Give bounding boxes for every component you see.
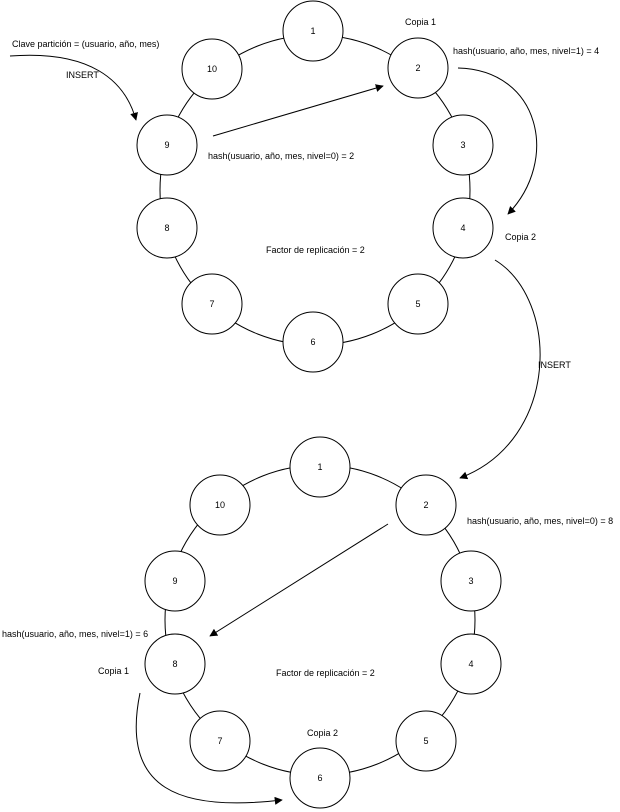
top-node-5: 5 [387, 273, 449, 335]
top-node-6-label: 6 [310, 337, 315, 347]
top-hash0-arrow [212, 84, 384, 137]
bottom-node-8: 8 [144, 633, 206, 695]
top-node-7-label: 7 [209, 299, 214, 309]
bottom-hash1-label: hash(usuario, año, mes, nivel=1) = 6 [2, 629, 148, 639]
bottom-node-4-label: 4 [468, 659, 473, 669]
middle-insert-label: INSERT [538, 360, 571, 370]
bottom-node-7-label: 7 [217, 736, 222, 746]
top-ring-diagram: 1 2 3 4 5 6 7 8 [9, 0, 599, 373]
bottom-node-6-label: 6 [317, 773, 322, 783]
top-node-7: 7 [181, 273, 243, 335]
bottom-copia1-label: Copia 1 [98, 666, 129, 676]
bottom-node-10-label: 10 [215, 500, 225, 510]
bottom-node-1-label: 1 [317, 462, 322, 472]
bottom-hash0-label: hash(usuario, año, mes, nivel=0) = 8 [467, 516, 613, 526]
middle-connector: INSERT [459, 259, 571, 480]
top-clave-label: Clave partición = (usuario, año, mes) [12, 39, 159, 49]
bottom-node-2-label: 2 [423, 500, 428, 510]
bottom-node-5: 5 [395, 710, 457, 772]
top-node-5-label: 5 [415, 299, 420, 309]
top-node-4: 4 [432, 197, 494, 259]
top-node-9-label: 9 [164, 140, 169, 150]
bottom-node-9: 9 [144, 550, 206, 612]
bottom-ring-diagram: 1 2 3 4 5 6 7 8 [2, 436, 613, 809]
bottom-node-1: 1 [289, 436, 351, 498]
top-node-9: 9 [136, 114, 198, 176]
top-node-10-label: 10 [207, 64, 217, 74]
bottom-node-10: 10 [189, 474, 251, 536]
top-insert-label: INSERT [66, 70, 99, 80]
top-node-8: 8 [136, 197, 198, 259]
bottom-node-7: 7 [189, 710, 251, 772]
bottom-factor-label: Factor de replicación = 2 [276, 668, 375, 678]
top-node-10: 10 [181, 38, 243, 100]
top-node-3-label: 3 [460, 140, 465, 150]
bottom-node-4: 4 [440, 633, 502, 695]
top-node-2-label: 2 [415, 63, 420, 73]
top-hash1-arrow [457, 67, 538, 215]
top-node-6: 6 [282, 311, 344, 373]
top-node-1-label: 1 [310, 26, 315, 36]
middle-insert-arrow [459, 259, 541, 480]
top-hash1-label: hash(usuario, año, mes, nivel=1) = 4 [453, 46, 599, 56]
top-hash0-label: hash(usuario, año, mes, nivel=0) = 2 [208, 151, 354, 161]
bottom-node-3: 3 [440, 550, 502, 612]
bottom-copia2-label: Copia 2 [307, 728, 338, 738]
top-copia1-label: Copia 1 [405, 17, 436, 27]
top-copia2-label: Copia 2 [505, 232, 536, 242]
bottom-hash0-arrow [209, 523, 389, 637]
bottom-node-3-label: 3 [468, 576, 473, 586]
bottom-node-6: 6 [289, 747, 351, 809]
top-factor-label: Factor de replicación = 2 [266, 245, 365, 255]
top-insert-arrow [9, 54, 138, 121]
bottom-node-9-label: 9 [172, 576, 177, 586]
top-node-1: 1 [282, 0, 344, 62]
top-node-4-label: 4 [460, 223, 465, 233]
bottom-node-8-label: 8 [172, 659, 177, 669]
top-node-2: 2 [387, 37, 449, 99]
bottom-node-2: 2 [395, 474, 457, 536]
top-node-8-label: 8 [164, 223, 169, 233]
bottom-node-5-label: 5 [423, 736, 428, 746]
bottom-hash1-arrow [135, 692, 283, 805]
top-node-3: 3 [432, 114, 494, 176]
